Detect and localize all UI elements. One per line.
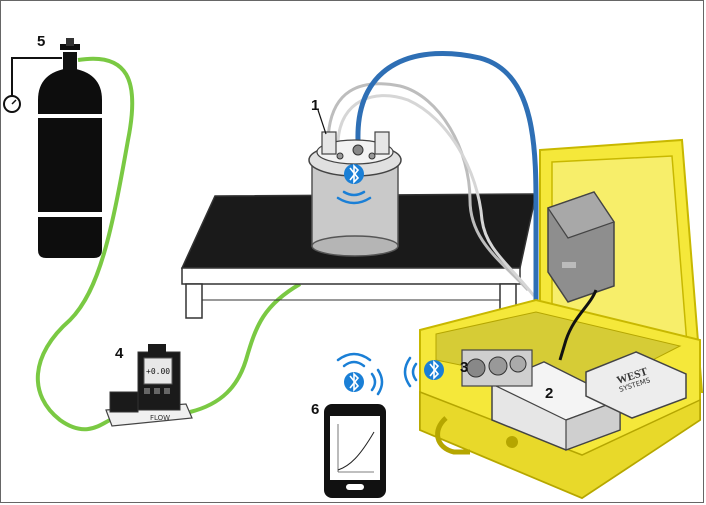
sample-chamber [308,131,402,257]
wireless-signal-icon [336,190,372,205]
grey-tube-1 [326,82,530,292]
label-1: 1 [311,97,319,114]
bluetooth-icon [344,164,364,184]
gas-cylinder [38,38,102,258]
flow-meter: +0.00 FLOW [105,344,193,427]
green-tube-meter-to-table [189,282,302,414]
wireless-signal-icon [336,352,384,396]
pressure-gauge-icon [3,57,62,113]
label-4: 4 [115,345,124,362]
pump-assembly [461,349,533,387]
wireless-signal-icon [403,356,418,388]
green-tube-cylinder-to-meter [35,56,135,432]
bluetooth-icon [424,360,444,380]
bluetooth-icon [344,372,364,392]
control-box [547,191,615,303]
label-3: 3 [460,359,468,376]
label-6: 6 [311,401,319,418]
blue-tube [355,50,539,300]
smartphone-icon [324,404,386,498]
west-systems-module: WEST SYSTEMS [585,351,687,419]
label-2: 2 [545,385,553,402]
flow-meter-base-text: FLOW [150,414,170,422]
flow-display-value: +0.00 [146,367,170,376]
label-5: 5 [37,33,45,50]
black-cable [558,289,598,361]
